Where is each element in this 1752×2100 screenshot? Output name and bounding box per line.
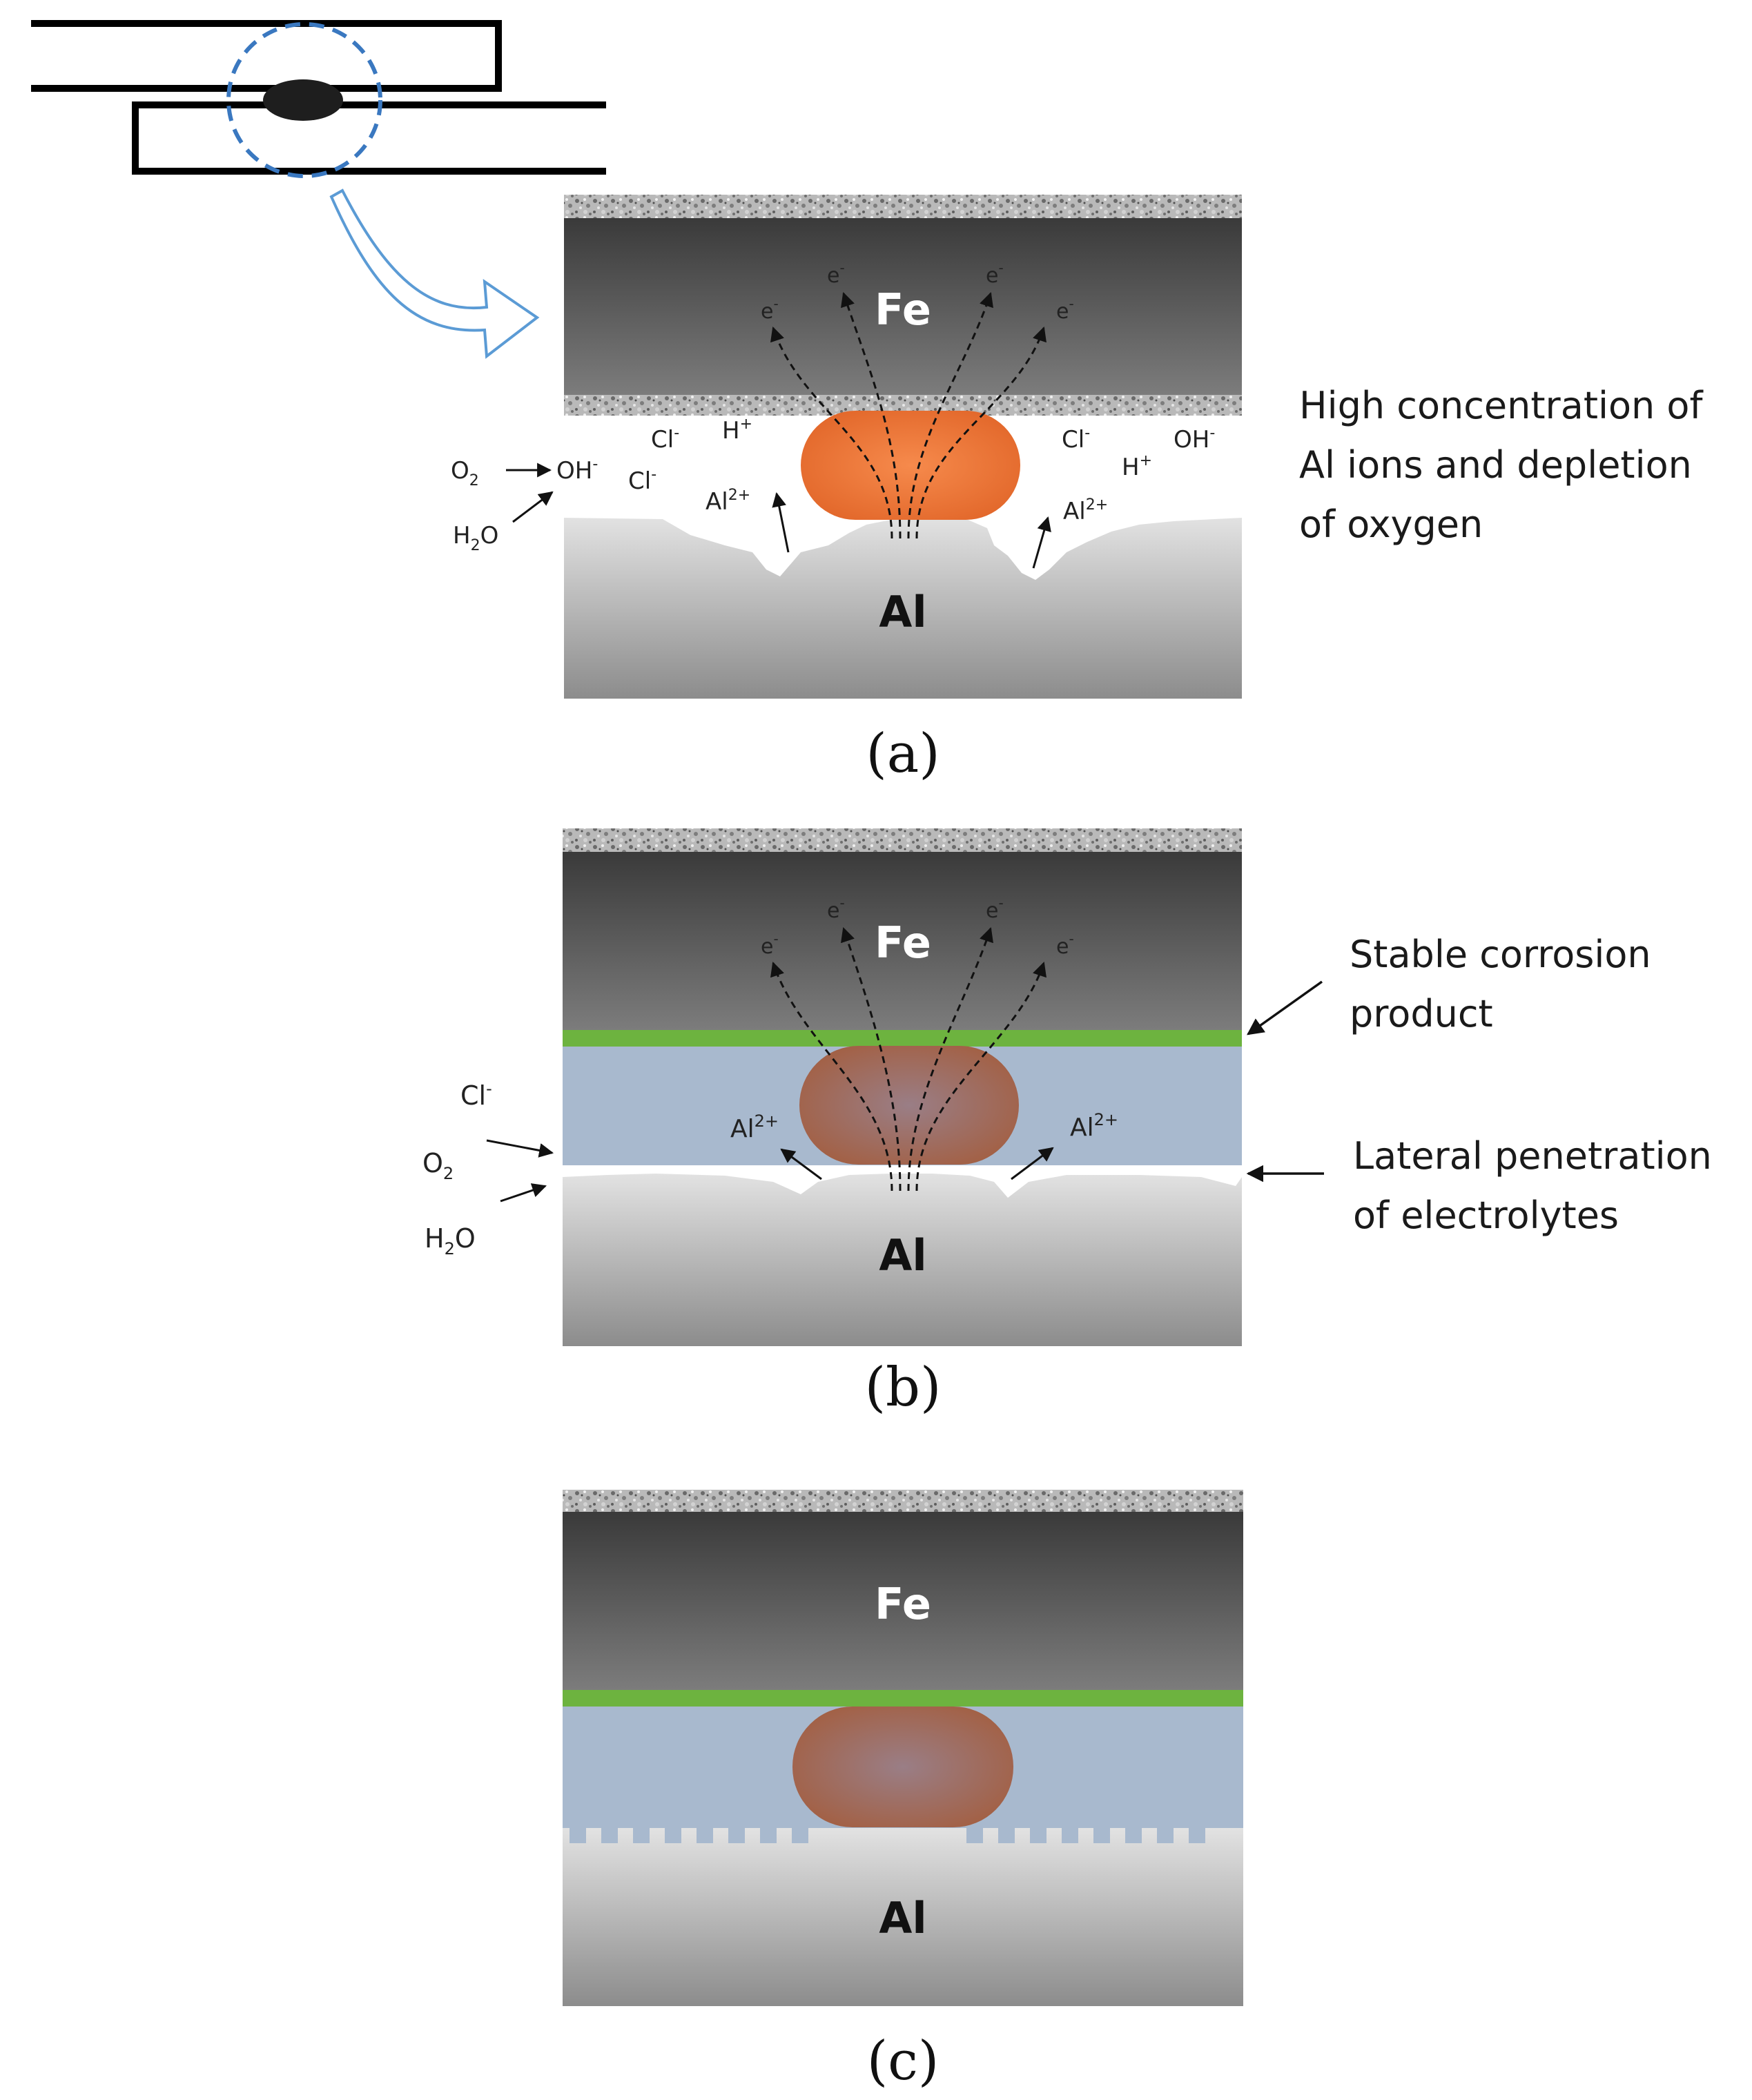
caption-c: (c) <box>867 2030 940 2092</box>
corrosion-pit <box>1157 1822 1174 1843</box>
electron-path <box>915 962 1047 1192</box>
electron-path <box>841 927 902 1192</box>
fe-coating-top <box>564 195 1242 218</box>
electron-label: e- <box>761 295 779 324</box>
corrosion-pit <box>697 1822 713 1843</box>
hydroxide-ion: OH- <box>1174 425 1215 454</box>
water-molecule: H2O <box>425 1223 476 1258</box>
caption-a: (a) <box>866 723 940 785</box>
chloride-ion: Cl- <box>460 1079 492 1111</box>
water-molecule: H2O <box>453 522 498 554</box>
electron-path <box>770 962 893 1192</box>
ion-labels-b: Al2+ Al2+ Cl- O2 H2O <box>422 1079 1118 1258</box>
fe-label: Fe <box>875 917 931 968</box>
annotation-high-concentration: High concentration of Al ions and deplet… <box>1299 384 1703 546</box>
electron-path <box>907 927 993 1192</box>
oxygen-molecule: O2 <box>451 457 479 489</box>
ion-arrows-a <box>506 463 1051 569</box>
al-label: Al <box>879 1230 926 1281</box>
panel-b: Fe Al (b) <box>563 828 1242 1419</box>
corrosion-product-layer <box>563 1030 1242 1047</box>
ion-labels-a: Cl- H+ Cl- Al2+ Cl- OH- H+ Al2+ O2 OH- H… <box>451 416 1215 554</box>
electron-label: e- <box>986 260 1004 288</box>
corrosion-pit <box>966 1822 983 1843</box>
al-sheet-pitted <box>563 1174 1242 1346</box>
electron-path <box>770 327 893 539</box>
fe-sheet <box>564 218 1242 395</box>
corrosion-pit <box>728 1822 745 1843</box>
al-label: Al <box>879 1893 926 1943</box>
corrosion-pit <box>1125 1822 1142 1843</box>
hydrogen-ion: H+ <box>722 416 752 445</box>
corrosion-product-layer <box>563 1690 1243 1707</box>
callout-circle <box>226 22 382 178</box>
electron-path <box>907 292 993 539</box>
hydrogen-ion: H+ <box>1122 452 1152 481</box>
electron-label: e- <box>827 895 845 923</box>
spot-weld-nugget <box>263 79 343 121</box>
ion-arrows-b <box>486 1139 1054 1203</box>
chloride-ion: Cl- <box>628 466 656 495</box>
hydroxide-ion: OH- <box>556 456 598 485</box>
caption-b: (b) <box>865 1357 942 1419</box>
electron-label: e- <box>1056 931 1074 959</box>
corrosion-pit <box>1093 1822 1110 1843</box>
fe-coating-top <box>563 828 1242 852</box>
aluminum-ion: Al2+ <box>1070 1110 1118 1142</box>
corrosion-pit <box>665 1822 681 1843</box>
callout-arrow-icon <box>329 188 540 359</box>
oxygen-molecule: O2 <box>422 1148 454 1183</box>
al-sheet <box>563 1828 1243 2006</box>
lower-sheet-outline <box>132 101 606 175</box>
aluminum-ion: Al2+ <box>705 487 750 516</box>
fe-sheet <box>563 852 1242 1030</box>
corrosion-pit <box>633 1822 650 1843</box>
panel-a: Fe Al (a) <box>564 195 1242 785</box>
corrosion-pit <box>601 1822 618 1843</box>
electron-label: e- <box>827 260 845 288</box>
corrosion-pit <box>570 1822 586 1843</box>
weld-nugget-a <box>801 411 1020 520</box>
electron-flow: e-e-e-e-e-e-e-e- <box>761 260 1074 1192</box>
electron-label: e- <box>1056 295 1074 324</box>
electron-path <box>841 292 902 539</box>
electron-label: e- <box>761 931 779 959</box>
annotation-arrows-b <box>1246 980 1324 1183</box>
al-sheet-pitted <box>564 518 1242 699</box>
electron-label: e- <box>986 895 1004 923</box>
al-label: Al <box>879 587 926 637</box>
corrosion-pit <box>1030 1822 1047 1843</box>
upper-sheet-outline <box>31 20 502 92</box>
lap-joint-schematic <box>31 20 606 175</box>
panel-c: Fe Al (c) <box>563 1490 1243 2092</box>
annotation-lateral-penetration: Lateral penetration of electrolytes <box>1353 1134 1712 1237</box>
weld-nugget-b <box>799 1046 1019 1165</box>
corrosion-pit <box>1189 1822 1205 1843</box>
chloride-ion: Cl- <box>1062 425 1090 454</box>
chloride-ion: Cl- <box>651 425 679 454</box>
corrosion-pit <box>998 1822 1015 1843</box>
aluminum-ion: Al2+ <box>1063 496 1108 525</box>
corrosion-pit <box>1062 1822 1078 1843</box>
annotation-stable-corrosion-product: Stable corrosion product <box>1350 933 1651 1036</box>
aluminum-ion: Al2+ <box>730 1111 779 1143</box>
electron-path <box>915 327 1047 539</box>
corrosion-pit <box>792 1822 808 1843</box>
fe-sheet <box>563 1512 1243 1690</box>
corroded-al-interface <box>570 1822 1205 1843</box>
fe-label: Fe <box>875 1579 931 1629</box>
fe-coating-top <box>563 1490 1243 1512</box>
fe-label: Fe <box>875 284 931 335</box>
weld-nugget-c <box>792 1707 1013 1827</box>
electrolyte-gap <box>563 1165 1242 1178</box>
corrosion-pit <box>760 1822 777 1843</box>
